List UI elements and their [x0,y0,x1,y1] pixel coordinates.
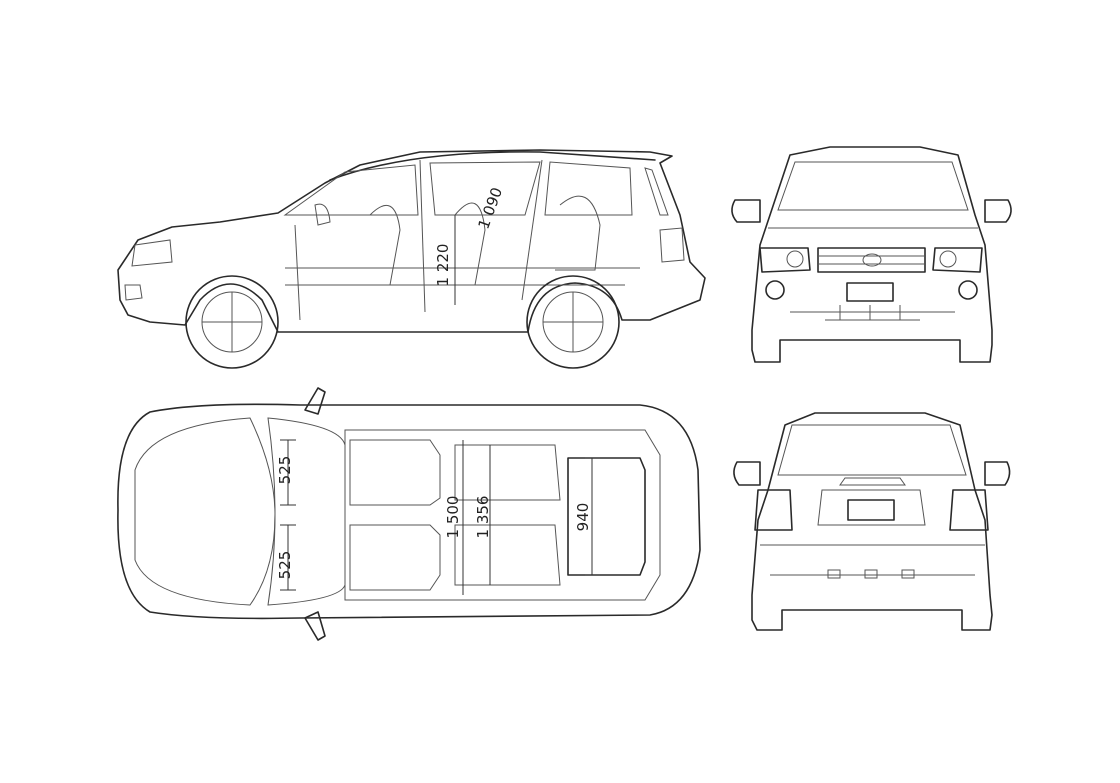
top-dim-1356: 1 356 [474,496,492,539]
top-dim-525-lower: 525 [276,551,294,580]
side-view: 1 220 1 090 [117,149,706,369]
top-view: 525 525 1 500 1 356 940 [117,387,701,641]
rear-view [733,412,1011,631]
top-dim-1500: 1 500 [444,496,462,539]
front-view [731,146,1012,363]
top-dim-525-upper: 525 [276,456,294,485]
top-dim-940: 940 [574,503,592,532]
side-height-label: 1 220 [434,244,452,287]
